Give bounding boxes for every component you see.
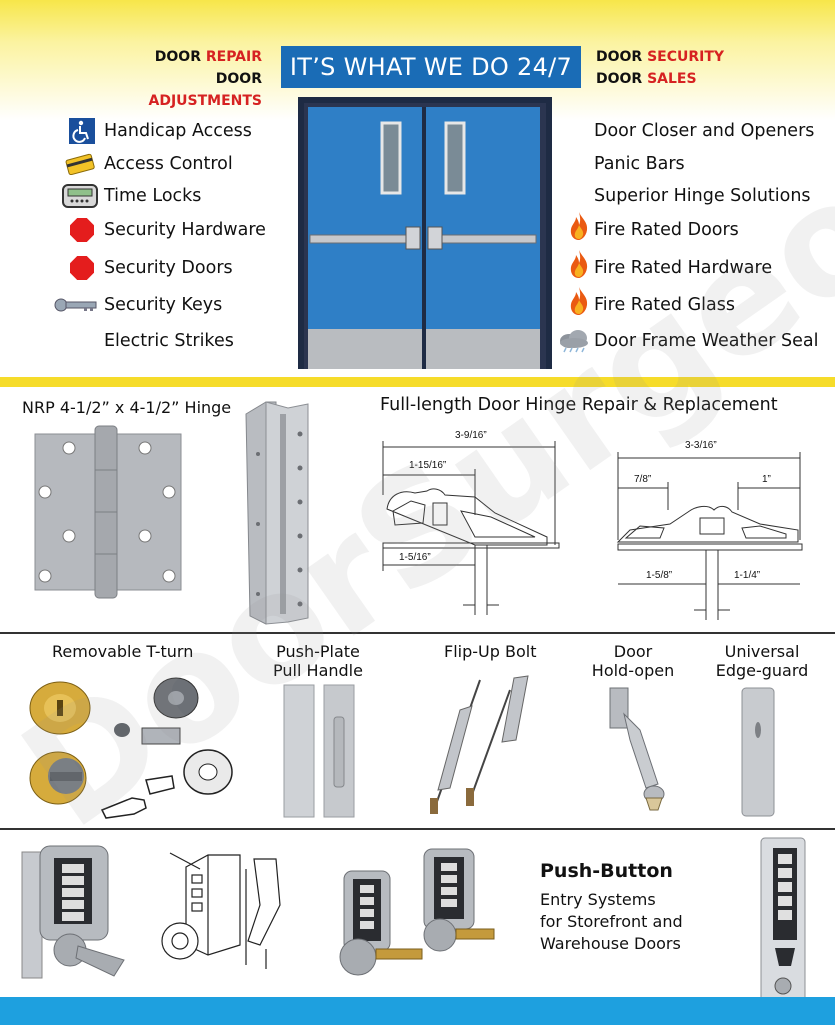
flame-icon — [564, 212, 594, 240]
caption-flip-up-bolt: Flip-Up Bolt — [444, 642, 537, 661]
section-divider — [0, 828, 835, 830]
push-button-title: Push-Button — [540, 860, 673, 882]
service-label: Access Control — [104, 154, 233, 174]
service-label: Time Locks — [104, 186, 202, 206]
service-label: Superior Hinge Solutions — [594, 186, 811, 206]
header-door-sales: DOOR SALES — [596, 71, 697, 87]
caption-door-hold-open: Door Hold-open — [588, 642, 678, 680]
header-door-adjustments: DOOR ADJUSTMENTS — [148, 71, 262, 109]
service-label: Panic Bars — [594, 154, 685, 174]
card-icon — [65, 151, 95, 177]
caption-edge-guard: Universal Edge-guard — [712, 642, 812, 680]
hinge-profile-diagram-1: 3-9/16” 1-15/16” 1-5/16” — [375, 425, 560, 615]
stop-octagon-icon — [67, 255, 97, 281]
description-line: Entry Systems — [540, 890, 656, 909]
stop-octagon-icon — [67, 217, 97, 243]
footer-band — [0, 997, 835, 1025]
wheelchair-icon — [67, 118, 97, 144]
nrp-hinge-image — [33, 422, 185, 602]
service-label: Fire Rated Doors — [594, 220, 739, 240]
dim-label: 1-1/4” — [734, 570, 761, 581]
push-button-description: Entry Systems for Storefront and Warehou… — [540, 889, 683, 955]
lock-line-drawing-image — [150, 845, 300, 973]
service-label: Handicap Access — [104, 121, 252, 141]
caption-line: Universal — [724, 642, 800, 661]
section-divider — [0, 632, 835, 634]
description-line: for Storefront and — [540, 912, 683, 931]
caption-line: Push-Plate — [276, 642, 360, 661]
caption-removable-t-turn: Removable T-turn — [52, 642, 194, 661]
dim-label: 1-5/16” — [399, 552, 431, 563]
flame-icon — [564, 287, 594, 315]
service-label: Security Hardware — [104, 220, 266, 240]
service-label: Door Frame Weather Seal — [594, 331, 819, 351]
full-length-hinge-image — [236, 394, 316, 626]
push-plate-pull-handle-image — [280, 683, 370, 819]
push-button-knob-locks-image — [330, 845, 510, 980]
dim-label: 1” — [762, 474, 771, 485]
push-button-lock-image — [18, 842, 128, 988]
storefront-push-button-lock-image — [755, 836, 815, 1008]
service-label: Fire Rated Glass — [594, 295, 735, 315]
service-label: Security Keys — [104, 295, 223, 315]
t-turn-cylinders-image — [22, 668, 252, 826]
caption-line: Edge-guard — [715, 661, 809, 680]
banner-24-7: IT’S WHAT WE DO 24/7 — [281, 46, 581, 88]
service-label: Fire Rated Hardware — [594, 258, 773, 278]
service-label: Security Doors — [104, 258, 233, 278]
cloud-icon — [556, 328, 592, 354]
service-label: Electric Strikes — [104, 331, 234, 351]
description-line: Warehouse Doors — [540, 934, 681, 953]
yellow-separator — [0, 377, 835, 387]
time-lock-icon — [61, 183, 99, 209]
caption-push-plate: Push-Plate Pull Handle — [268, 642, 368, 680]
dim-label: 1-15/16” — [409, 460, 447, 471]
dim-label: 3-9/16” — [455, 430, 487, 441]
dim-label: 1-5/8” — [646, 570, 673, 581]
flip-up-bolt-image — [420, 670, 550, 820]
service-label: Door Closer and Openers — [594, 121, 815, 141]
header-door-repair: DOOR REPAIR — [154, 49, 262, 65]
full-length-hinge-title: Full-length Door Hinge Repair & Replacem… — [380, 395, 778, 415]
flame-icon — [564, 250, 594, 278]
caption-line: Pull Handle — [273, 661, 363, 680]
header-right: DOOR SECURITY DOOR SALES — [596, 46, 724, 90]
key-icon — [53, 292, 99, 318]
blue-double-door-image — [298, 97, 552, 369]
hinge-profile-diagram-2: 3-3/16” 7/8” 1” 1-5/8” 1-1/4” — [610, 430, 810, 620]
nrp-hinge-title: NRP 4-1/2” x 4-1/2” Hinge — [22, 398, 232, 417]
header-door-security: DOOR SECURITY — [596, 49, 725, 65]
header-left: DOOR REPAIR DOOR ADJUSTMENTS — [100, 46, 262, 112]
door-hold-open-image — [600, 684, 670, 814]
caption-line: Door — [613, 642, 653, 661]
caption-line: Hold-open — [591, 661, 675, 680]
dim-label: 7/8” — [634, 474, 652, 485]
dim-label: 3-3/16” — [685, 440, 717, 451]
edge-guard-image — [740, 686, 780, 818]
